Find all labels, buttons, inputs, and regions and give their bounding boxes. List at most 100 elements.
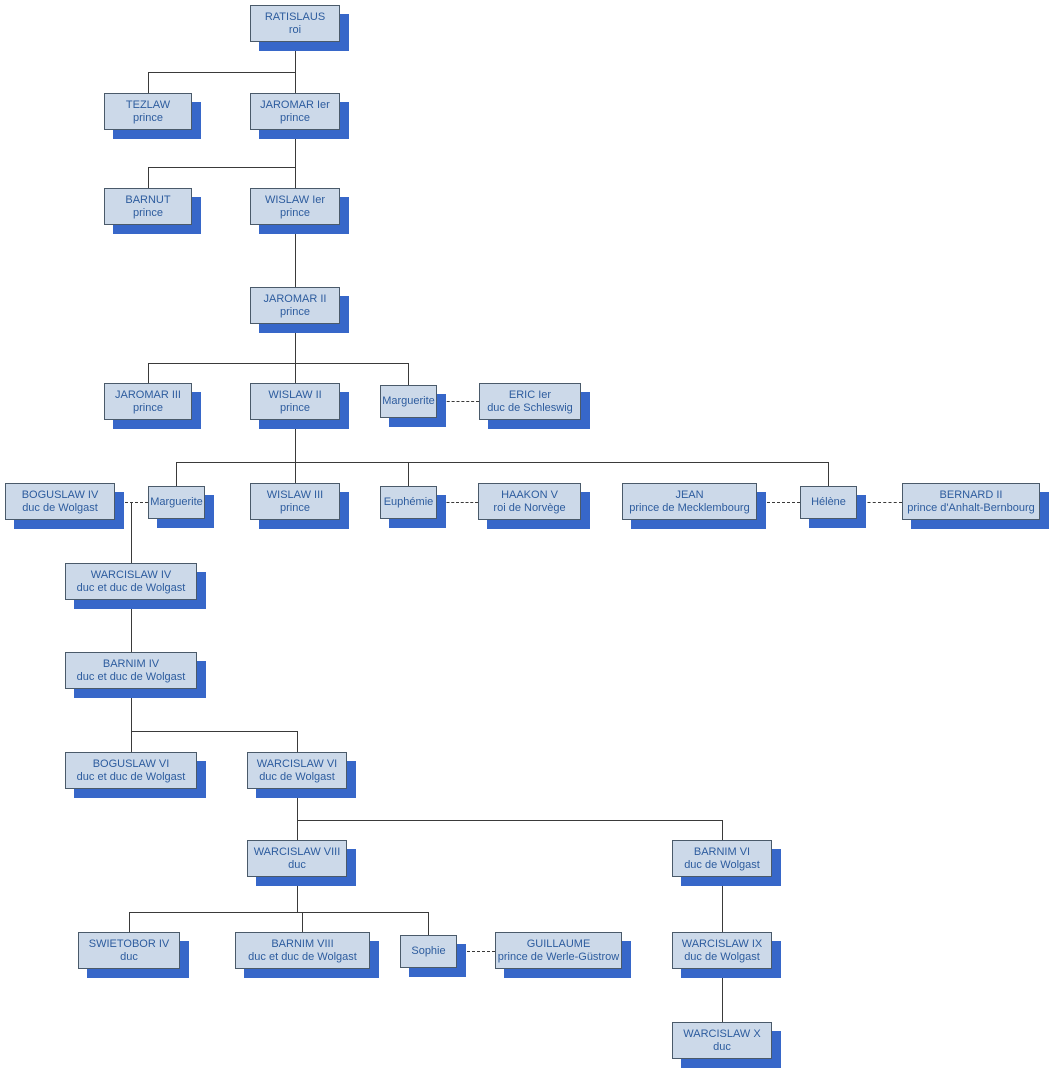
person-title: duc <box>288 858 306 871</box>
person-name: Marguerite <box>150 496 203 508</box>
descent-line <box>295 324 296 363</box>
node-marguerite-1: Marguerite <box>380 385 437 418</box>
descent-line <box>131 600 132 652</box>
descent-line <box>295 462 296 483</box>
descent-line <box>148 167 149 188</box>
descent-line <box>148 363 149 383</box>
person-title: duc de Wolgast <box>259 770 335 783</box>
descent-line <box>722 969 723 1022</box>
descent-line <box>148 72 296 73</box>
person-name: Euphémie <box>383 496 434 508</box>
descent-line <box>828 462 829 486</box>
person-name: BOGUSLAW VI <box>92 757 170 770</box>
descent-line <box>297 789 298 820</box>
person-name: WARCISLAW IX <box>681 937 763 950</box>
person-name: GUILLAUME <box>526 937 591 950</box>
descent-line <box>722 877 723 932</box>
person-title: prince de Mecklembourg <box>629 501 750 514</box>
marriage-line <box>115 502 148 503</box>
person-title: duc de Wolgast <box>22 501 98 514</box>
descent-line <box>148 363 409 364</box>
person-name: WARCISLAW VIII <box>253 845 341 858</box>
descent-line <box>295 363 296 383</box>
person-name: Marguerite <box>382 395 435 407</box>
person-name: WISLAW Ier <box>264 193 326 206</box>
person-title: duc et duc de Wolgast <box>76 670 186 683</box>
person-name: BARNIM VIII <box>271 937 334 950</box>
person-title: duc et duc de Wolgast <box>248 950 357 963</box>
person-title: prince <box>280 401 310 414</box>
marriage-line <box>457 951 495 952</box>
person-title: prince <box>280 305 310 318</box>
marriage-line <box>857 502 902 503</box>
person-name: Sophie <box>411 945 446 957</box>
person-title: duc de Wolgast <box>684 950 760 963</box>
descent-line <box>176 462 829 463</box>
person-name: Hélène <box>811 496 846 508</box>
descent-line <box>428 912 429 935</box>
person-name: SWIETOBOR IV <box>88 937 170 950</box>
person-name: BARNIM VI <box>693 845 751 858</box>
descent-line <box>131 502 132 563</box>
descent-line <box>302 912 303 932</box>
person-name: JEAN <box>675 488 704 501</box>
descent-line <box>722 820 723 840</box>
descent-line <box>295 130 296 167</box>
person-name: WISLAW III <box>266 488 324 501</box>
descent-line <box>131 689 132 731</box>
descent-line <box>129 912 130 932</box>
marriage-line <box>437 502 478 503</box>
person-title: duc de Schleswig <box>487 401 573 414</box>
person-title: prince <box>133 111 163 124</box>
person-title: prince <box>133 206 163 219</box>
descent-line <box>297 731 298 752</box>
person-title: prince de Werle-Güstrow <box>497 950 620 963</box>
person-title: duc et duc de Wolgast <box>76 770 186 783</box>
person-name: TEZLAW <box>125 98 171 111</box>
node-marguerite-2: Marguerite <box>148 486 205 519</box>
person-name: HAAKON V <box>501 488 558 501</box>
person-title: roi de Norvège <box>493 501 566 514</box>
descent-line <box>295 420 296 462</box>
person-title: roi <box>288 23 302 36</box>
person-name: BARNUT <box>125 193 171 206</box>
person-title: duc et duc de Wolgast <box>76 581 186 594</box>
person-title: duc <box>120 950 138 963</box>
node-helene: Hélène <box>800 486 857 519</box>
marriage-line <box>437 401 479 402</box>
person-name: WARCISLAW VI <box>256 757 338 770</box>
person-name: BARNIM IV <box>102 657 160 670</box>
descent-line <box>131 731 298 732</box>
person-name: ERIC Ier <box>508 388 552 401</box>
person-name: BERNARD II <box>939 488 1003 501</box>
person-title: prince <box>280 111 310 124</box>
node-sophie: Sophie <box>400 935 457 968</box>
person-title: prince <box>280 206 310 219</box>
person-title: prince <box>133 401 163 414</box>
descent-line <box>295 167 296 188</box>
person-name: JAROMAR II <box>263 292 327 305</box>
marriage-line <box>757 502 800 503</box>
